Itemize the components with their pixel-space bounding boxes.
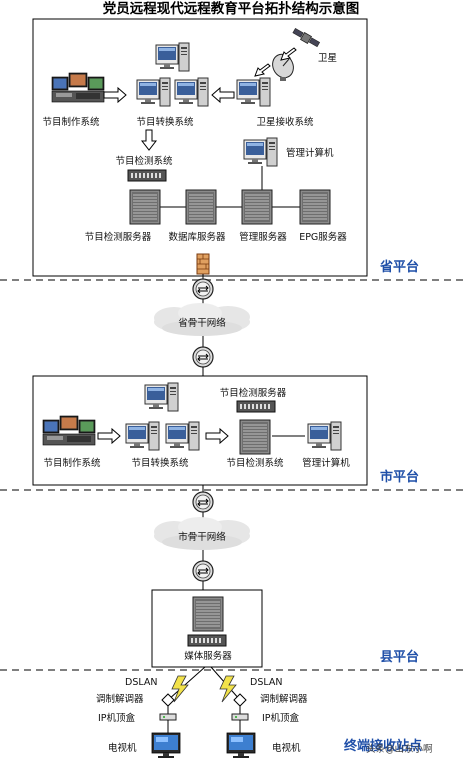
province-management-computer-label: 管理计算机 [286,147,334,159]
province-satellite-receiving-label: 卫星接收系统 [256,116,314,128]
satellite-dish-icon [272,53,294,81]
city-level-label: 市平台 [380,469,419,485]
terminal-level-label: 终端接收站点 [344,738,422,754]
city-program-production-label: 节目制作系统 [43,457,101,469]
right-modem-label: 调制解调器 [260,693,308,705]
diagram-title: 党员远程现代远程教育平台拓扑结构示意图 [103,0,360,17]
city-program-monitoring-system-label: 节目检测系统 [226,457,284,469]
downlink-arrow-icon [280,47,297,61]
province-backbone-label: 省骨干网络 [178,317,226,329]
rack-unit-icon [127,169,167,182]
server-icon [241,189,273,225]
province-server-label: 管理服务器 [239,231,287,243]
server-icon [192,596,224,632]
watermark: 头条@山东小啊 [366,743,433,755]
city-management-computer-label: 管理计算机 [302,457,350,469]
server-icon [239,419,271,455]
down-arrow-icon [140,129,158,151]
lightning-icon [171,675,189,703]
set-top-box-icon [159,713,177,721]
province-server-label: EPG服务器 [299,231,347,243]
province-level-label: 省平台 [379,259,419,275]
right-stb-label: IP机顶盒 [262,712,300,724]
right-dslan-label: DSLAN [250,677,282,688]
province-server-label: 节目检测服务器 [85,231,152,243]
server-icon [129,189,161,225]
server-icon [185,189,217,225]
county-level-label: 县平台 [380,649,419,665]
left-dslan-label: DSLAN [125,677,157,688]
router-icon [192,491,214,513]
province-program-conversion-label: 节目转换系统 [136,116,194,128]
left-stb-label: IP机顶盒 [98,712,136,724]
province-program-production-label: 节目制作系统 [42,116,100,128]
left-tv-label: 电视机 [108,742,137,754]
city-backbone-label: 市骨干网络 [178,531,226,543]
county-media-server-label: 媒体服务器 [184,650,232,662]
satellite-icon [292,27,321,48]
left-modem-label: 调制解调器 [96,693,144,705]
lightning-icon [219,675,237,703]
right-tv-label: 电视机 [272,742,301,754]
dish-to-receiver-arrow-icon [254,63,271,77]
tv-icon [151,732,181,759]
city-program-monitoring-server-label: 节目检测服务器 [220,387,287,399]
satellite-label: 卫星 [318,53,337,64]
router-icon [192,278,214,300]
rack-unit-icon [236,400,276,413]
city-program-conversion-label: 节目转换系统 [131,457,189,469]
set-top-box-icon [231,713,249,721]
province-platform-box [32,18,368,277]
province-program-monitoring-system-label: 节目检测系统 [115,155,173,167]
tv-icon [226,732,256,759]
rack-unit-icon [187,634,227,647]
connector-line [167,666,206,701]
router-icon [192,560,214,582]
server-icon [299,189,331,225]
province-server-label: 数据库服务器 [168,231,226,243]
router-icon [192,346,214,368]
firewall-icon [196,253,210,275]
